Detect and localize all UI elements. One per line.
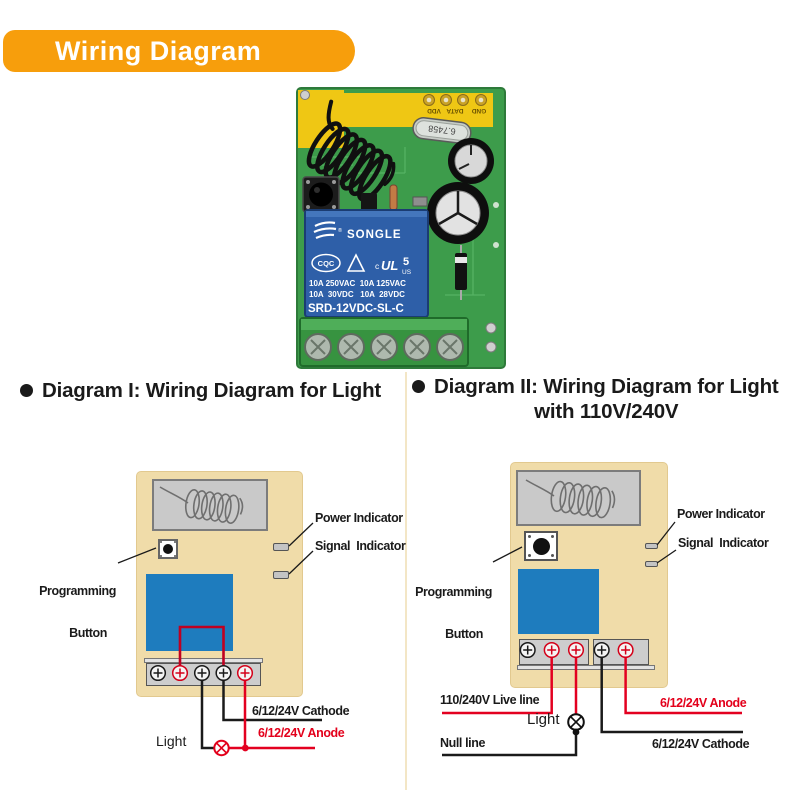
lamp-symbol-2: [567, 713, 585, 731]
relay-cert-triangle: [346, 253, 366, 272]
banner-title: Wiring Diagram: [55, 36, 262, 66]
capacitor-large: [427, 182, 489, 244]
pad: [493, 202, 499, 208]
mount-hole: [300, 90, 310, 100]
light-label-1: Light: [156, 733, 187, 749]
transistor: [361, 193, 377, 213]
terminal-strip-right: [593, 639, 649, 665]
pin-label-vdd: VDD: [427, 107, 441, 114]
programming-button-label-1: Programming Button: [39, 584, 116, 640]
crystal-oscillator: 6.7458: [412, 116, 472, 145]
pin-label-data: DATA: [446, 107, 463, 114]
relay-cqc-mark: CQC: [318, 259, 335, 268]
section-divider: [405, 372, 407, 790]
relay-ul-prefix: c: [375, 261, 380, 271]
power-indicator-label-2: Power Indicator: [677, 507, 765, 521]
null-line-label-2: Null line: [440, 736, 486, 750]
relay-rating-1: 10A 250VAC 10A 125VAC: [309, 279, 406, 288]
cathode-label-2: 6/12/24V Cathode: [652, 737, 750, 751]
relay-ul-us: US: [402, 269, 412, 276]
pad: [493, 242, 499, 248]
smd-component: [412, 196, 428, 207]
signal-indicator-label-2: Signal Indicator: [678, 536, 769, 550]
relay-block: [146, 574, 233, 651]
diagram2-board: [510, 462, 668, 688]
signal-indicator-led: [273, 571, 289, 579]
live-line-label-2: 110/240V Live line: [440, 693, 540, 707]
pad: [485, 322, 497, 334]
power-indicator-led: [645, 543, 658, 549]
signal-indicator-led: [645, 561, 658, 567]
cathode-label-1: 6/12/24V Cathode: [252, 704, 350, 718]
antenna-box: [152, 479, 268, 531]
banner: Wiring Diagram: [3, 30, 355, 72]
relay-rating-2: 10A 30VDC 10A 28VDC: [309, 290, 405, 299]
diagram2-heading-line1: Diagram II: Wiring Diagram for Light: [434, 375, 779, 398]
relay: ® SONGLE CQC c UL 5 US 10A 250VAC 10A 12…: [304, 209, 429, 318]
crystal-label: 6.7458: [428, 123, 457, 136]
rf-module-pins: [423, 94, 487, 106]
songle-logo: [313, 221, 337, 240]
diode: [455, 245, 467, 300]
relay-brand: SONGLE: [347, 229, 402, 241]
programming-button[interactable]: [158, 539, 178, 559]
antenna-box: [516, 470, 641, 526]
relay-reg-mark: ®: [338, 227, 342, 234]
programming-button-label-2: Programming Button: [415, 585, 492, 641]
junction-dot-2: [572, 728, 580, 736]
anode-label-1: 6/12/24V Anode: [258, 726, 345, 740]
capacitor-small: [448, 138, 494, 184]
relay-block: [518, 569, 599, 634]
lamp-symbol-1: [213, 739, 230, 757]
bullet-icon: [20, 384, 33, 397]
relay-ul-mark: UL: [381, 258, 398, 273]
light-label-2: Light: [527, 711, 560, 728]
power-indicator-label-1: Power Indicator: [315, 511, 403, 525]
power-indicator-led: [273, 543, 289, 551]
signal-indicator-label-1: Signal Indicator: [315, 539, 406, 553]
coil-drawing: [525, 479, 616, 519]
resistor: [389, 184, 398, 211]
terminal-block: [299, 317, 469, 367]
programming-button[interactable]: [524, 531, 558, 561]
anode-label-2: 6/12/24V Anode: [660, 696, 747, 710]
relay-ul-class: 5: [403, 256, 409, 268]
terminal-strip: [146, 663, 261, 686]
diagram2-heading-row: Diagram II: Wiring Diagram for Light wit…: [412, 376, 794, 423]
junction-dot-1: [241, 744, 249, 752]
diagram1-heading: Diagram I: Wiring Diagram for Light: [42, 379, 382, 402]
pcb-photo: VDD DATA GND 6.7458: [296, 87, 506, 369]
diagram1-board: [136, 471, 303, 697]
pad: [485, 341, 497, 353]
terminal-strip-left: [519, 639, 589, 665]
terminal-strip-edge: [517, 665, 655, 670]
pin-label-gnd: GND: [471, 107, 486, 114]
relay-model: SRD-12VDC-SL-C: [308, 303, 404, 315]
tactile-button: [302, 176, 340, 213]
bullet-icon: [412, 380, 425, 393]
diagram1-heading-row: Diagram I: Wiring Diagram for Light: [20, 380, 402, 402]
coil-drawing: [159, 486, 244, 524]
diagram2-heading-line2: with 110V/240V: [534, 400, 679, 423]
